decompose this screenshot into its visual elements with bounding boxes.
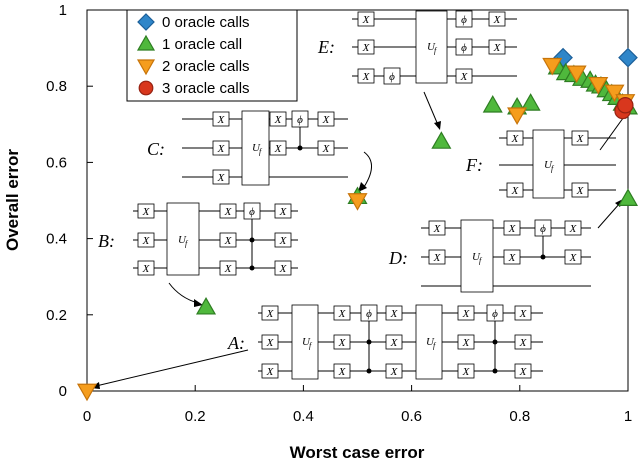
data-point — [76, 383, 98, 402]
annotation-arrows — [95, 91, 627, 387]
svg-text:f: f — [309, 341, 313, 350]
svg-text:U: U — [426, 336, 435, 348]
x-tick-label: 0 — [83, 408, 91, 425]
legend-marker — [136, 34, 156, 51]
x-tick-label: 0.6 — [401, 408, 422, 425]
legend-label: 2 oracle calls — [162, 58, 250, 75]
svg-text:U: U — [302, 336, 311, 348]
data-point — [482, 95, 503, 113]
circuit-label-a: A: — [227, 333, 245, 353]
circuit-label-c: C: — [147, 139, 165, 159]
data-point — [566, 65, 587, 84]
x-tick-label: 0.2 — [185, 408, 206, 425]
legend-label: 1 oracle call — [162, 36, 242, 53]
x-tick-label: 1 — [624, 408, 632, 425]
data-point — [617, 188, 639, 206]
legend-marker — [137, 13, 155, 31]
x-axis-label: Worst case error — [290, 443, 425, 462]
y-tick-label: 0.2 — [46, 307, 67, 324]
data-point — [347, 193, 368, 211]
svg-text:f: f — [433, 341, 437, 350]
y-tick-label: 1 — [59, 2, 67, 19]
data-point — [618, 47, 638, 68]
data-point — [542, 57, 563, 76]
svg-text:U: U — [252, 142, 261, 154]
svg-text:f: f — [259, 147, 263, 156]
svg-text:f: f — [185, 239, 189, 248]
data-points — [76, 47, 639, 402]
data-point — [604, 84, 625, 103]
svg-text:f: f — [551, 164, 555, 173]
x-tick-label: 0.4 — [293, 408, 314, 425]
data-point — [431, 131, 452, 149]
legend: 0 oracle calls 1 oracle call 2 oracle call… — [126, 9, 298, 102]
svg-text:U: U — [472, 251, 481, 263]
legend-label: 3 oracle calls — [162, 80, 250, 97]
data-point — [507, 107, 528, 125]
y-tick-label: 0.4 — [46, 231, 67, 248]
svg-text:U: U — [178, 234, 187, 246]
svg-text:U: U — [427, 41, 436, 53]
y-tick-label: 0.6 — [46, 154, 67, 171]
data-point — [195, 296, 217, 315]
svg-text:U: U — [544, 159, 553, 171]
legend-label: 0 oracle calls — [162, 14, 250, 31]
data-point — [520, 93, 541, 111]
y-axis-label: Overall error — [3, 149, 22, 251]
data-point — [588, 76, 609, 95]
circuit-label-e: E: — [317, 37, 335, 57]
svg-text:f: f — [479, 256, 483, 265]
y-tick-label: 0 — [59, 383, 67, 400]
axis-tick-labels: 0 0.2 0.4 0.6 0.8 1 0 0.2 0.4 0.6 0.8 1 — [46, 2, 632, 425]
circuit-label-f: F: — [465, 155, 483, 175]
x-tick-label: 0.8 — [509, 408, 530, 425]
data-point — [617, 96, 634, 114]
circuit-label-b: B: — [98, 231, 115, 251]
circuit-label-d: D: — [388, 248, 408, 268]
svg-text:f: f — [434, 46, 438, 55]
y-tick-label: 0.8 — [46, 78, 67, 95]
legend-marker — [138, 80, 154, 96]
legend-marker — [136, 59, 156, 76]
